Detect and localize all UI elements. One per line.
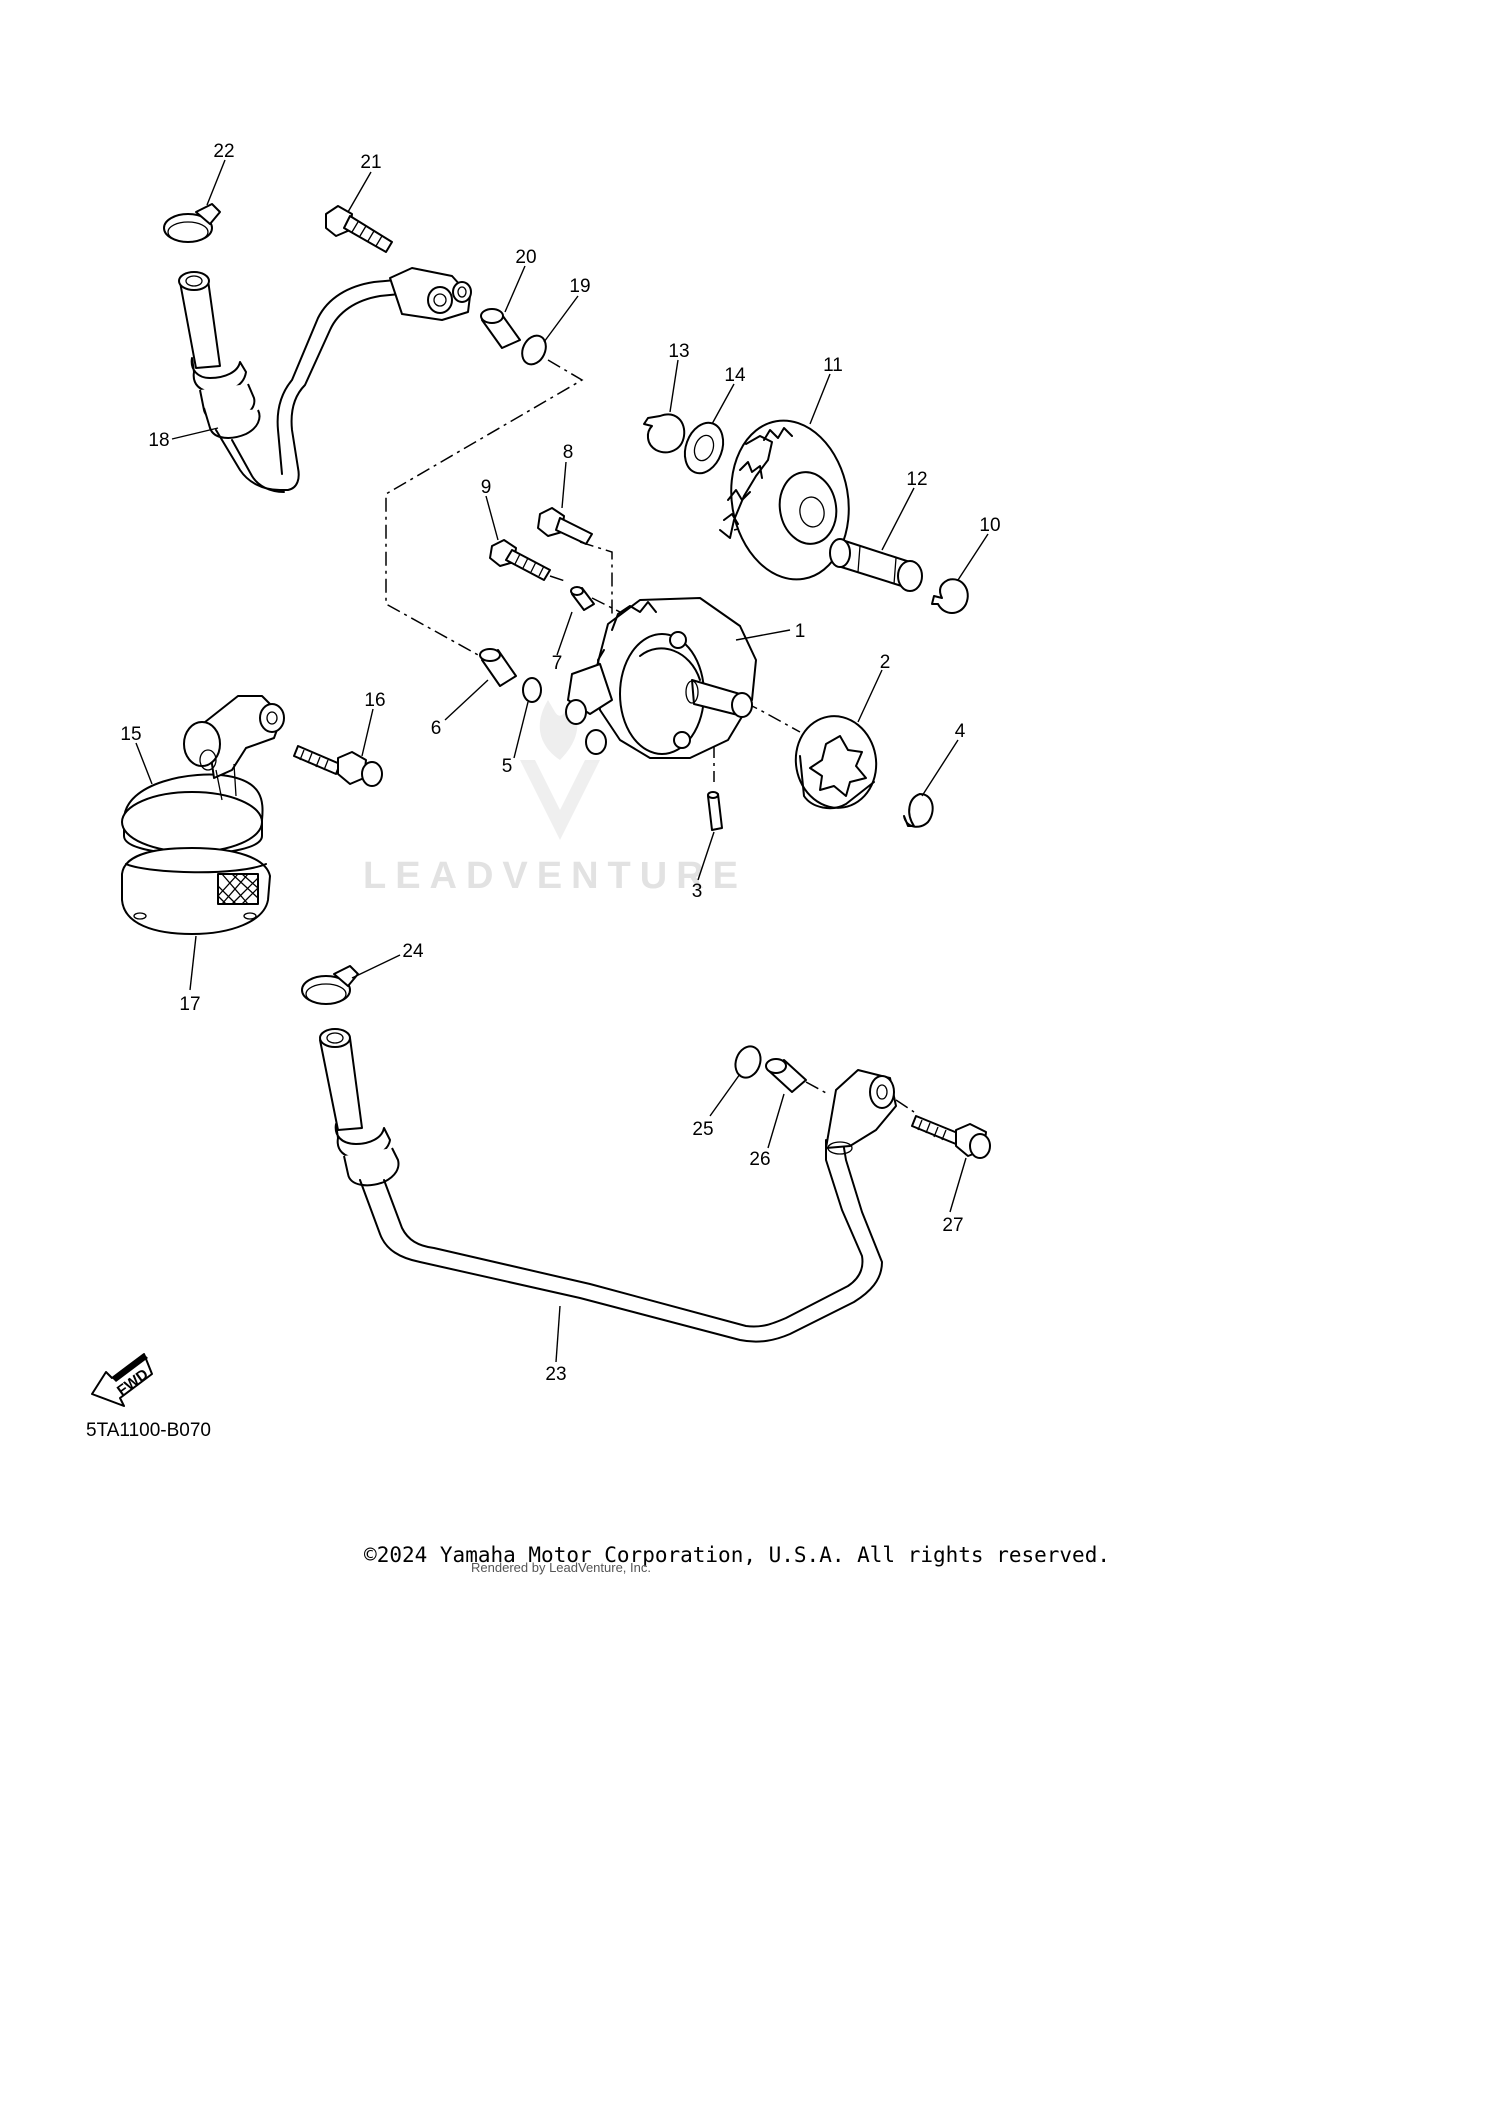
dowel-pin-7[interactable] bbox=[570, 586, 595, 611]
watermark-text: LEADVENTURE bbox=[363, 855, 747, 897]
assembly-line-8 bbox=[579, 541, 613, 616]
diagram-code: 5TA1100-B070 bbox=[86, 1420, 211, 1441]
watermark: LEADVENTURE bbox=[363, 700, 747, 897]
hose-clamp-24[interactable] bbox=[301, 965, 359, 1005]
rendered-by-text: Rendered by LeadVenture, Inc. bbox=[471, 1560, 651, 1575]
callout-21[interactable]: 21 bbox=[360, 152, 381, 173]
hose-clamp-22[interactable] bbox=[163, 203, 221, 243]
callout-6[interactable]: 6 bbox=[431, 718, 442, 739]
callout-5[interactable]: 5 bbox=[502, 756, 513, 777]
copyright-text: ©2024 Yamaha Motor Corporation, U.S.A. A… bbox=[364, 1543, 1110, 1567]
callout-24[interactable]: 24 bbox=[402, 941, 424, 962]
circlip-13[interactable] bbox=[643, 413, 686, 454]
gear-11[interactable] bbox=[719, 411, 861, 589]
o-ring-25[interactable] bbox=[731, 1043, 764, 1081]
callout-10[interactable]: 10 bbox=[979, 515, 1000, 536]
rotor-2[interactable] bbox=[789, 710, 884, 814]
callout-26[interactable]: 26 bbox=[749, 1149, 770, 1170]
assembly-line-25-27 bbox=[805, 1081, 915, 1113]
parts-diagram: LEADVENTURE bbox=[86, 141, 1001, 1441]
union-bolt-21[interactable] bbox=[325, 205, 393, 253]
callout-15[interactable]: 15 bbox=[120, 724, 141, 745]
dowel-pin-26[interactable] bbox=[765, 1058, 807, 1093]
callout-2[interactable]: 2 bbox=[880, 652, 891, 673]
union-bolt-27[interactable] bbox=[911, 1115, 991, 1159]
callout-20[interactable]: 20 bbox=[515, 247, 536, 268]
callout-11[interactable]: 11 bbox=[823, 355, 843, 376]
dowel-pin-6[interactable] bbox=[479, 648, 517, 687]
strainer-screen-17[interactable] bbox=[121, 847, 271, 935]
oil-pump-1[interactable] bbox=[565, 597, 757, 759]
callout-4[interactable]: 4 bbox=[955, 721, 966, 742]
washer-14[interactable] bbox=[678, 417, 730, 478]
shaft-12[interactable] bbox=[829, 538, 923, 592]
assembly-line-9 bbox=[549, 575, 569, 583]
bolt-9[interactable] bbox=[489, 539, 551, 581]
dowel-pin-20[interactable] bbox=[480, 308, 521, 349]
oil-strainer-15[interactable] bbox=[121, 695, 285, 855]
callout-16[interactable]: 16 bbox=[364, 690, 385, 711]
pin-3[interactable] bbox=[707, 791, 723, 831]
callout-7[interactable]: 7 bbox=[552, 653, 563, 674]
callout-14[interactable]: 14 bbox=[724, 365, 746, 386]
assembly-line-7 bbox=[591, 597, 621, 613]
oil-pipe-upper[interactable] bbox=[178, 267, 472, 493]
callout-18[interactable]: 18 bbox=[148, 430, 169, 451]
bolt-16[interactable] bbox=[293, 745, 383, 787]
callout-8[interactable]: 8 bbox=[563, 442, 574, 463]
callout-25[interactable]: 25 bbox=[692, 1119, 713, 1140]
callout-1[interactable]: 1 bbox=[795, 621, 806, 642]
leader-lines bbox=[135, 159, 989, 1363]
callout-23[interactable]: 23 bbox=[545, 1364, 566, 1385]
fwd-arrow-icon: FWD bbox=[91, 1353, 153, 1407]
callout-17[interactable]: 17 bbox=[179, 994, 200, 1015]
circlip-4[interactable] bbox=[903, 793, 934, 828]
bolt-8[interactable] bbox=[537, 507, 593, 545]
o-ring-19[interactable] bbox=[518, 332, 551, 368]
callout-13[interactable]: 13 bbox=[668, 341, 689, 362]
callout-9[interactable]: 9 bbox=[481, 477, 492, 498]
callout-27[interactable]: 27 bbox=[942, 1215, 963, 1236]
callouts: 1 2 3 4 5 6 7 8 9 10 11 12 13 14 15 16 1… bbox=[120, 141, 1000, 1385]
oil-pipe-lower[interactable] bbox=[319, 1028, 897, 1343]
callout-3[interactable]: 3 bbox=[692, 881, 703, 902]
o-ring-5[interactable] bbox=[522, 677, 542, 703]
callout-19[interactable]: 19 bbox=[569, 276, 590, 297]
watermark-logo-icon bbox=[520, 700, 600, 840]
assembly-line-19-6 bbox=[385, 359, 584, 657]
callout-22[interactable]: 22 bbox=[213, 141, 234, 162]
callout-12[interactable]: 12 bbox=[906, 469, 927, 490]
circlip-10[interactable] bbox=[931, 578, 969, 614]
